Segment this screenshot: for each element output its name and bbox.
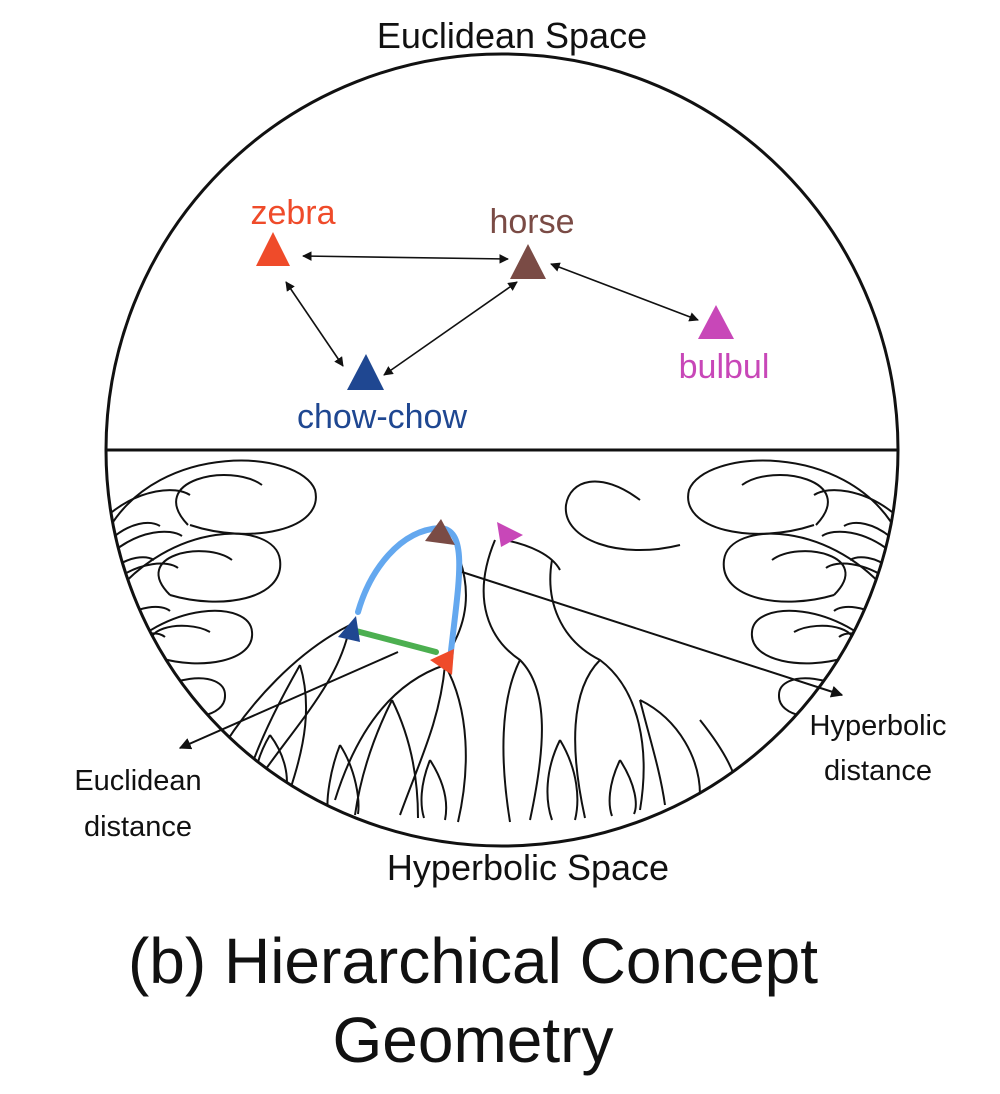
- hyperbolic-distance-path: [355, 524, 463, 663]
- central-branches: [214, 539, 739, 823]
- chow-chow-triangle-marker: [347, 354, 384, 390]
- edge-chow-chow-horse: [383, 281, 518, 376]
- horse-hyperbolic-marker: [425, 519, 455, 545]
- euclidean-distance-segment: [353, 628, 439, 655]
- euclidean-space-title: Euclidean Space: [377, 15, 647, 56]
- edge-zebra-chow-chow: [285, 281, 344, 367]
- euclidean-distance-pointer: [178, 651, 399, 750]
- bulbul-hyperbolic-marker: [497, 522, 523, 547]
- caption-line-2: Geometry: [333, 1004, 614, 1076]
- edge-zebra-horse: [302, 251, 509, 264]
- edge-horse-bulbul: [550, 262, 699, 322]
- euclidean-distance-label-line1: Euclidean: [74, 765, 201, 797]
- hyperbolic-distance-pointer: [461, 571, 844, 698]
- hyperbolic-tree: [107, 459, 897, 823]
- caption-line-1: (b) Hierarchical Concept: [128, 925, 818, 997]
- bulbul-triangle-marker: [698, 305, 734, 339]
- bulbul-label: bulbul: [679, 348, 770, 386]
- zebra-triangle-marker: [256, 232, 290, 266]
- chow-chow-label: chow-chow: [297, 398, 468, 436]
- euclidean-edges: [285, 251, 699, 376]
- left-fan-branches: [107, 459, 317, 719]
- euclidean-distance-label-line2: distance: [84, 811, 192, 843]
- hyperbolic-distance-label-line2: distance: [824, 755, 932, 787]
- hyperbolic-distance-label-line1: Hyperbolic: [810, 710, 947, 742]
- zebra-label: zebra: [250, 194, 335, 232]
- horse-label: horse: [489, 203, 574, 241]
- hyperbolic-space-title: Hyperbolic Space: [387, 847, 669, 888]
- right-fan-branches: [564, 459, 897, 719]
- zebra-hyperbolic-marker: [430, 649, 454, 675]
- chow-chow-hyperbolic-marker: [338, 616, 360, 642]
- horse-triangle-marker: [510, 244, 546, 279]
